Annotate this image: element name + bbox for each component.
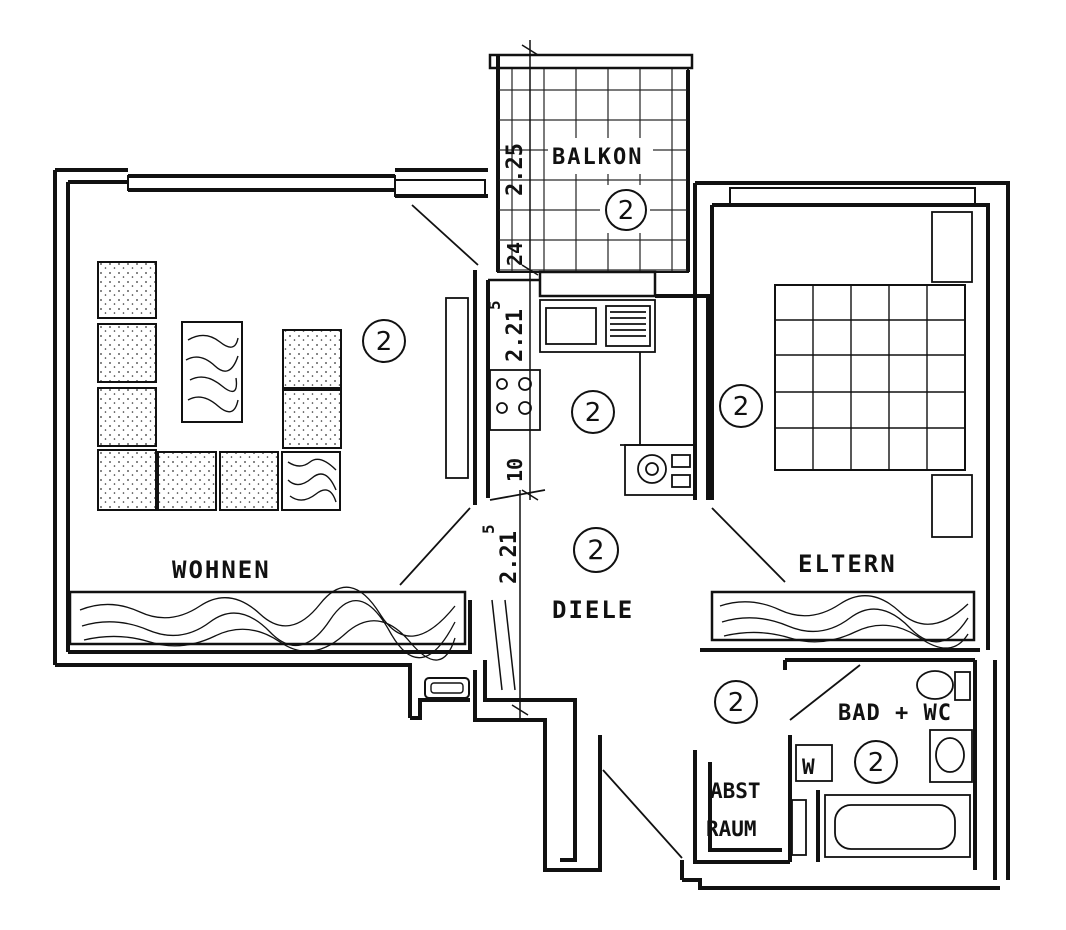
dim-kitchen-width: 2.21 — [503, 309, 528, 362]
room-label-eltern: ELTERN — [798, 550, 897, 578]
nightstand-top — [931, 211, 973, 283]
radiator — [424, 677, 470, 699]
dim-kitchen-small: 10 — [503, 458, 527, 482]
room-label-balkon: BALKON — [552, 145, 643, 170]
sofa-set — [97, 261, 342, 511]
dim-wall: 24 — [503, 242, 527, 266]
bedroom-wardrobe-grain — [719, 595, 969, 649]
dim-balkon-depth: 2.25 — [503, 143, 528, 196]
dim-kitchen-sup: 5 — [485, 300, 504, 310]
dimension-lines — [491, 40, 539, 720]
kitchen-equipment — [489, 299, 696, 496]
svg-text:2: 2 — [728, 688, 745, 718]
nightstand-bottom — [931, 474, 973, 538]
double-bed — [774, 284, 966, 471]
svg-text:2: 2 — [733, 392, 750, 422]
bed-grid — [775, 285, 965, 470]
marker-wohnen: 2 — [362, 319, 406, 363]
marker-bad: 2 — [854, 740, 898, 784]
living-shelf — [445, 297, 469, 479]
bath-fixtures — [791, 670, 973, 858]
coffee-table — [181, 321, 337, 503]
room-label-wohnen: WOHNEN — [172, 556, 271, 584]
dim-diele-width: 2.21 — [497, 531, 522, 584]
svg-text:2: 2 — [585, 398, 602, 428]
marker-eltern: 2 — [719, 384, 763, 428]
svg-text:2: 2 — [618, 196, 635, 226]
svg-text:2: 2 — [868, 748, 885, 778]
living-wardrobe-grain — [79, 586, 456, 661]
living-wardrobe — [68, 590, 467, 646]
room-label-bad-wc: BAD + WC — [838, 701, 952, 726]
room-label-abst: ABST — [710, 779, 761, 803]
room-label-raum: RAUM — [706, 817, 757, 841]
marker-balkon: 2 — [605, 189, 647, 231]
door-swings — [399, 204, 861, 859]
dim-diele-sup: 5 — [479, 524, 498, 534]
marker-diele: 2 — [573, 527, 619, 573]
marker-flur: 2 — [714, 680, 758, 724]
svg-text:2: 2 — [376, 327, 393, 357]
fixture-label-w: W — [802, 755, 815, 779]
marker-kitchen: 2 — [571, 390, 615, 434]
room-label-diele: DIELE — [552, 596, 634, 624]
svg-text:2: 2 — [587, 535, 604, 566]
bedroom-wardrobe — [710, 590, 976, 642]
